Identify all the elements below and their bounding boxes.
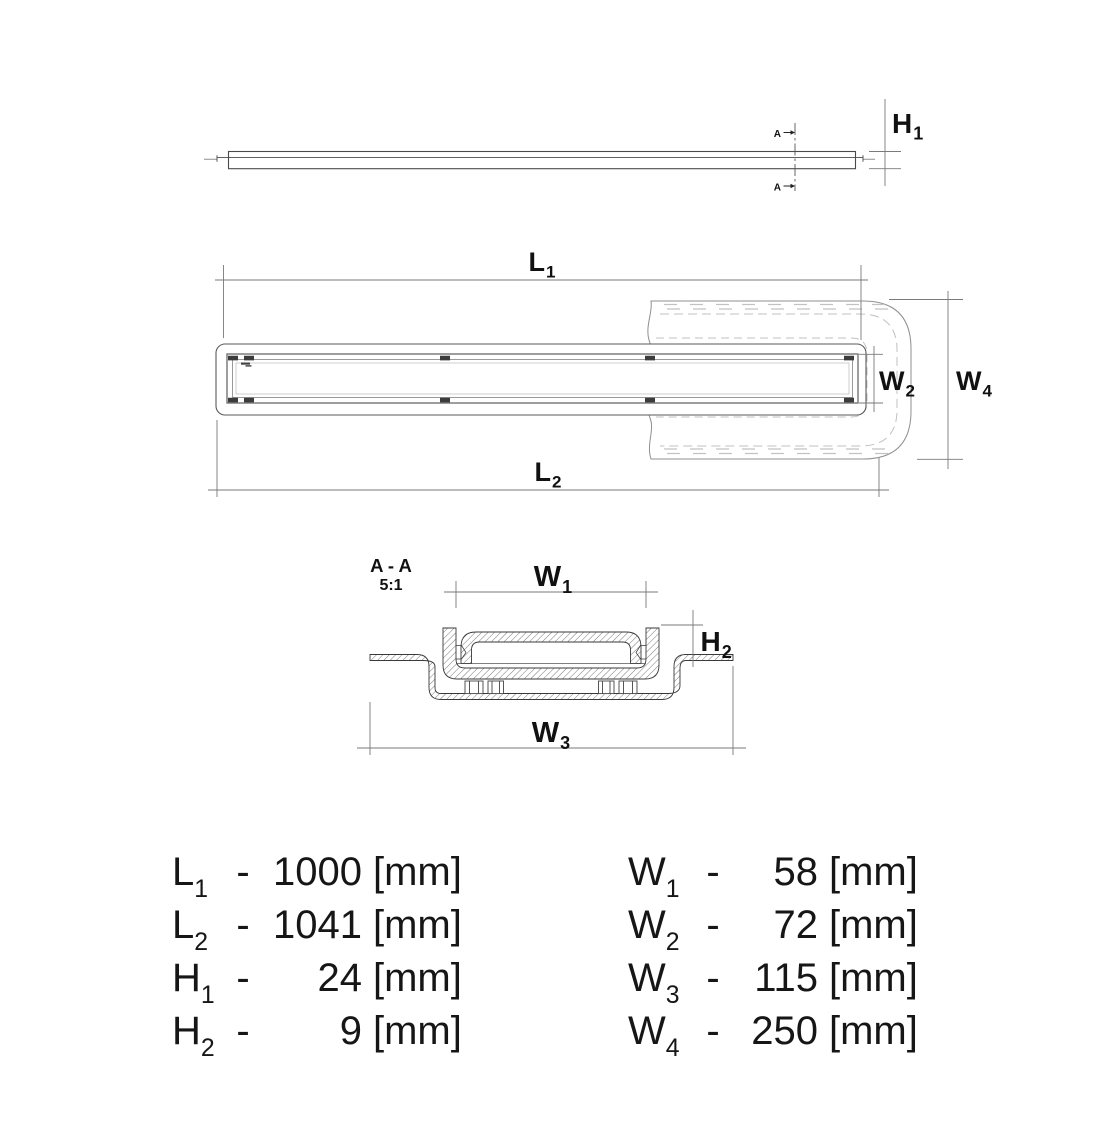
table-row: W1 - 58 [mm] <box>628 846 918 904</box>
dim-unit: [mm] <box>829 956 918 1000</box>
membrane-texture-dashes-top <box>664 303 888 310</box>
section-marker-a-bottom: A <box>774 183 781 194</box>
drain-channel-plan <box>215 343 867 416</box>
dim-symbol: L2 <box>172 903 209 957</box>
drain-body-side <box>227 150 857 170</box>
separator: - <box>236 903 250 947</box>
dim-unit: [mm] <box>373 850 462 894</box>
dim-value: 24 <box>317 956 363 1000</box>
flange-end-hooks <box>216 155 864 162</box>
section-arrow-head-top-icon <box>790 130 795 135</box>
h1-dimension-label: H1 <box>892 108 923 144</box>
dim-unit: [mm] <box>829 1009 918 1053</box>
dim-value: 1000 <box>273 850 362 894</box>
table-row: H2 - 9 [mm] <box>172 1005 462 1063</box>
channel-frame-inner <box>232 359 853 398</box>
dim-value: 1041 <box>273 903 362 947</box>
w1-dimension-label: W1 <box>534 561 572 597</box>
h1-dimension: H1 <box>869 99 923 186</box>
section-title: A - A <box>370 555 412 576</box>
dim-symbol: L1 <box>172 850 209 904</box>
nut <box>464 680 484 695</box>
grate-cover-profile <box>460 631 642 664</box>
ext-line <box>223 265 862 340</box>
section-arrow-head-bottom-icon <box>790 183 795 189</box>
l2-dimension: L2 <box>208 420 889 497</box>
w2-dimension: W2 <box>859 346 915 412</box>
tray-flange-profile <box>369 654 734 700</box>
w3-dimension: W3 <box>357 666 746 755</box>
nut <box>598 680 615 695</box>
h2-dimension-label: H2 <box>701 626 732 662</box>
dim-unit: [mm] <box>829 903 918 947</box>
l2-dimension-label: L2 <box>535 457 562 492</box>
membrane-mat <box>647 300 912 460</box>
dim-value: 115 <box>754 956 818 1000</box>
ext-line <box>889 299 963 460</box>
separator: - <box>236 850 250 894</box>
table-row: W2 - 72 [mm] <box>628 899 918 957</box>
dim-value: 58 <box>773 850 819 894</box>
membrane-texture-dashes-bottom <box>664 448 888 455</box>
dim-symbol: W4 <box>628 1009 680 1063</box>
membrane-channel-seam-dashed <box>656 337 868 418</box>
dim-symbol: H2 <box>172 1009 215 1063</box>
w3-dimension-label: W3 <box>532 717 570 753</box>
table-row: L2 - 1041 [mm] <box>172 899 462 957</box>
channel-frame-outer <box>226 353 859 404</box>
separator: - <box>706 956 720 1000</box>
w4-dimension-label: W4 <box>956 366 992 401</box>
drain-technical-drawing: H1 A A <box>204 99 992 755</box>
grate-cover-plan <box>235 362 850 395</box>
table-row: W4 - 250 [mm] <box>628 1005 918 1063</box>
section-cut-marker: A A <box>774 123 796 194</box>
membrane-outline <box>647 300 912 460</box>
nut <box>487 680 504 695</box>
dim-value: 250 <box>751 1009 818 1053</box>
ext-line <box>369 666 734 755</box>
side-elevation-view: H1 A A <box>204 99 923 194</box>
separator: - <box>706 1009 720 1053</box>
table-row: L1 - 1000 [mm] <box>172 846 462 904</box>
dim-unit: [mm] <box>373 903 462 947</box>
h2-dimension: H2 <box>661 610 732 667</box>
ext-line <box>859 353 883 404</box>
nut-facet-lines <box>469 681 633 694</box>
dim-unit: [mm] <box>373 1009 462 1053</box>
dim-symbol: W1 <box>628 850 680 904</box>
w1-dimension: W1 <box>444 561 658 608</box>
l1-dimension: L1 <box>215 247 868 340</box>
dim-symbol: H1 <box>172 956 215 1010</box>
plan-view: L1 L2 W2 W4 <box>208 247 992 497</box>
dim-unit: [mm] <box>829 850 918 894</box>
mounting-bolts <box>464 680 638 695</box>
separator: - <box>236 956 250 1000</box>
dim-unit: [mm] <box>373 956 462 1000</box>
nut <box>618 680 638 695</box>
membrane-inner-dashed-outline <box>660 313 898 447</box>
ext-line <box>216 420 880 497</box>
channel-body-profile <box>442 627 660 680</box>
w4-dimension: W4 <box>889 291 992 469</box>
dim-value: 72 <box>773 903 819 947</box>
dim-symbol: W2 <box>628 903 680 957</box>
brand-mark <box>241 362 252 367</box>
table-row: W3 - 115 [mm] <box>628 952 918 1010</box>
dimension-table-left-column: L1 - 1000 [mm] L2 - 1041 [mm] H1 - 24 [m… <box>172 846 462 1063</box>
table-row: H1 - 24 [mm] <box>172 952 462 1010</box>
w2-dimension-label: W2 <box>879 366 915 401</box>
dim-symbol: W3 <box>628 956 680 1010</box>
section-marker-a-top: A <box>774 129 781 140</box>
section-scale: 5:1 <box>379 577 402 594</box>
dimension-table-right-column: W1 - 58 [mm] W2 - 72 [mm] W3 - 115 [mm] … <box>628 846 918 1063</box>
separator: - <box>236 1009 250 1053</box>
separator: - <box>706 903 720 947</box>
l1-dimension-label: L1 <box>529 247 556 282</box>
wall-notch-detail <box>456 645 646 660</box>
dim-value: 9 <box>339 1009 362 1053</box>
separator: - <box>706 850 720 894</box>
cross-section-view: A - A 5:1 W1 H2 <box>357 555 746 755</box>
ext-line <box>455 581 647 608</box>
